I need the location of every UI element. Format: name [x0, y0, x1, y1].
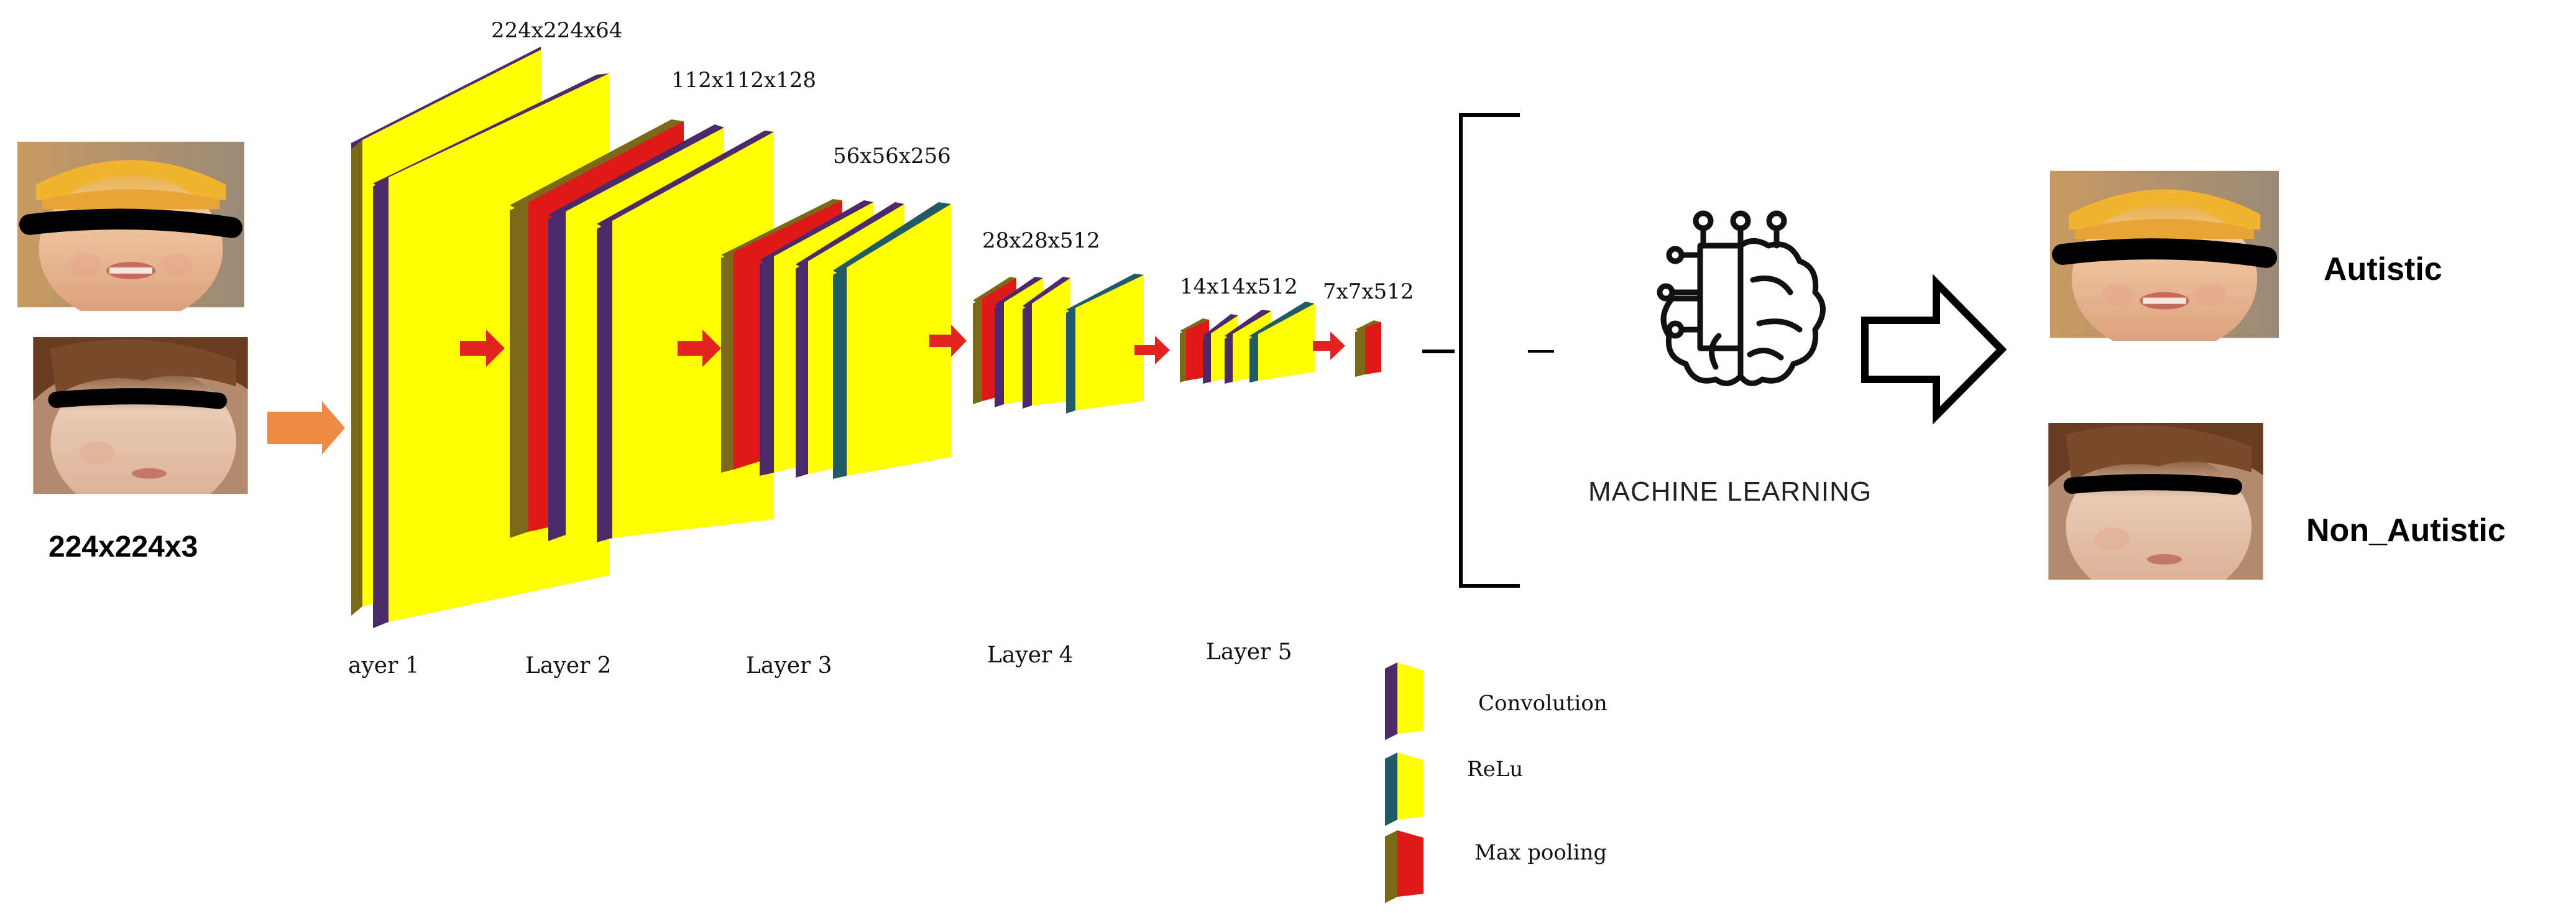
arrow-1-2 — [460, 330, 505, 367]
layer-3-label: Layer 3 — [746, 653, 832, 679]
output-face-photo-autistic — [2050, 171, 2279, 353]
legend-label-max-pooling: Max pooling — [1474, 840, 1607, 865]
layer-2-label: Layer 2 — [525, 653, 612, 679]
layer-4-label: Layer 4 — [987, 642, 1074, 668]
layer-5-dims: 14x14x512 — [1180, 274, 1298, 299]
layer-1-dims: 224x224x64 — [491, 18, 622, 43]
legend-label-convolution: Convolution — [1478, 691, 1608, 716]
classifier-bracket — [1459, 113, 1520, 588]
legend: Convolution ReLu Max pooling — [1385, 662, 1608, 903]
layer-4-dims: 28x28x512 — [982, 228, 1100, 253]
arrow-3-4 — [929, 325, 967, 357]
layer-4-block: 28x28x512 Layer 4 — [973, 228, 1144, 668]
layer-1-label: ayer 1 — [348, 653, 420, 679]
output-arrow — [1861, 274, 2007, 425]
legend-item-max-pooling: Max pooling — [1385, 830, 1607, 903]
layer-5-label: Layer 5 — [1206, 639, 1292, 665]
layer-5-block: 14x14x512 Layer 5 — [1180, 274, 1315, 665]
chip-brain-icon — [1657, 210, 1826, 386]
input-dims-label: 224x224x3 — [48, 531, 198, 563]
machine-learning-label: MACHINE LEARNING — [1588, 476, 1872, 507]
output-block: Autistic Non_Autistic — [2048, 171, 2506, 603]
arrow-2-3 — [678, 330, 721, 367]
output-face-photo-non-autistic — [2048, 423, 2263, 603]
legend-item-convolution: Convolution — [1385, 662, 1608, 740]
input-face-photo-top — [17, 142, 244, 323]
legend-label-relu: ReLu — [1467, 757, 1523, 782]
layer-6-block: 7x7x512 — [1323, 279, 1414, 377]
input-block: 224x224x3 — [17, 142, 345, 563]
layer-2-dims: 112x112x128 — [671, 68, 816, 93]
output-label-autistic: Autistic — [2324, 251, 2442, 287]
layer-6-dims: 7x7x512 — [1323, 279, 1414, 304]
layer-3-dims: 56x56x256 — [833, 144, 951, 169]
input-face-photo-bottom — [33, 337, 247, 517]
arrow-4-5 — [1134, 336, 1170, 364]
arrow-5-6 — [1313, 331, 1345, 360]
input-arrow — [267, 401, 345, 455]
output-label-non-autistic: Non_Autistic — [2306, 512, 2506, 549]
legend-item-relu: ReLu — [1385, 753, 1523, 826]
layer-3-block: 56x56x256 Layer 3 — [721, 144, 951, 679]
